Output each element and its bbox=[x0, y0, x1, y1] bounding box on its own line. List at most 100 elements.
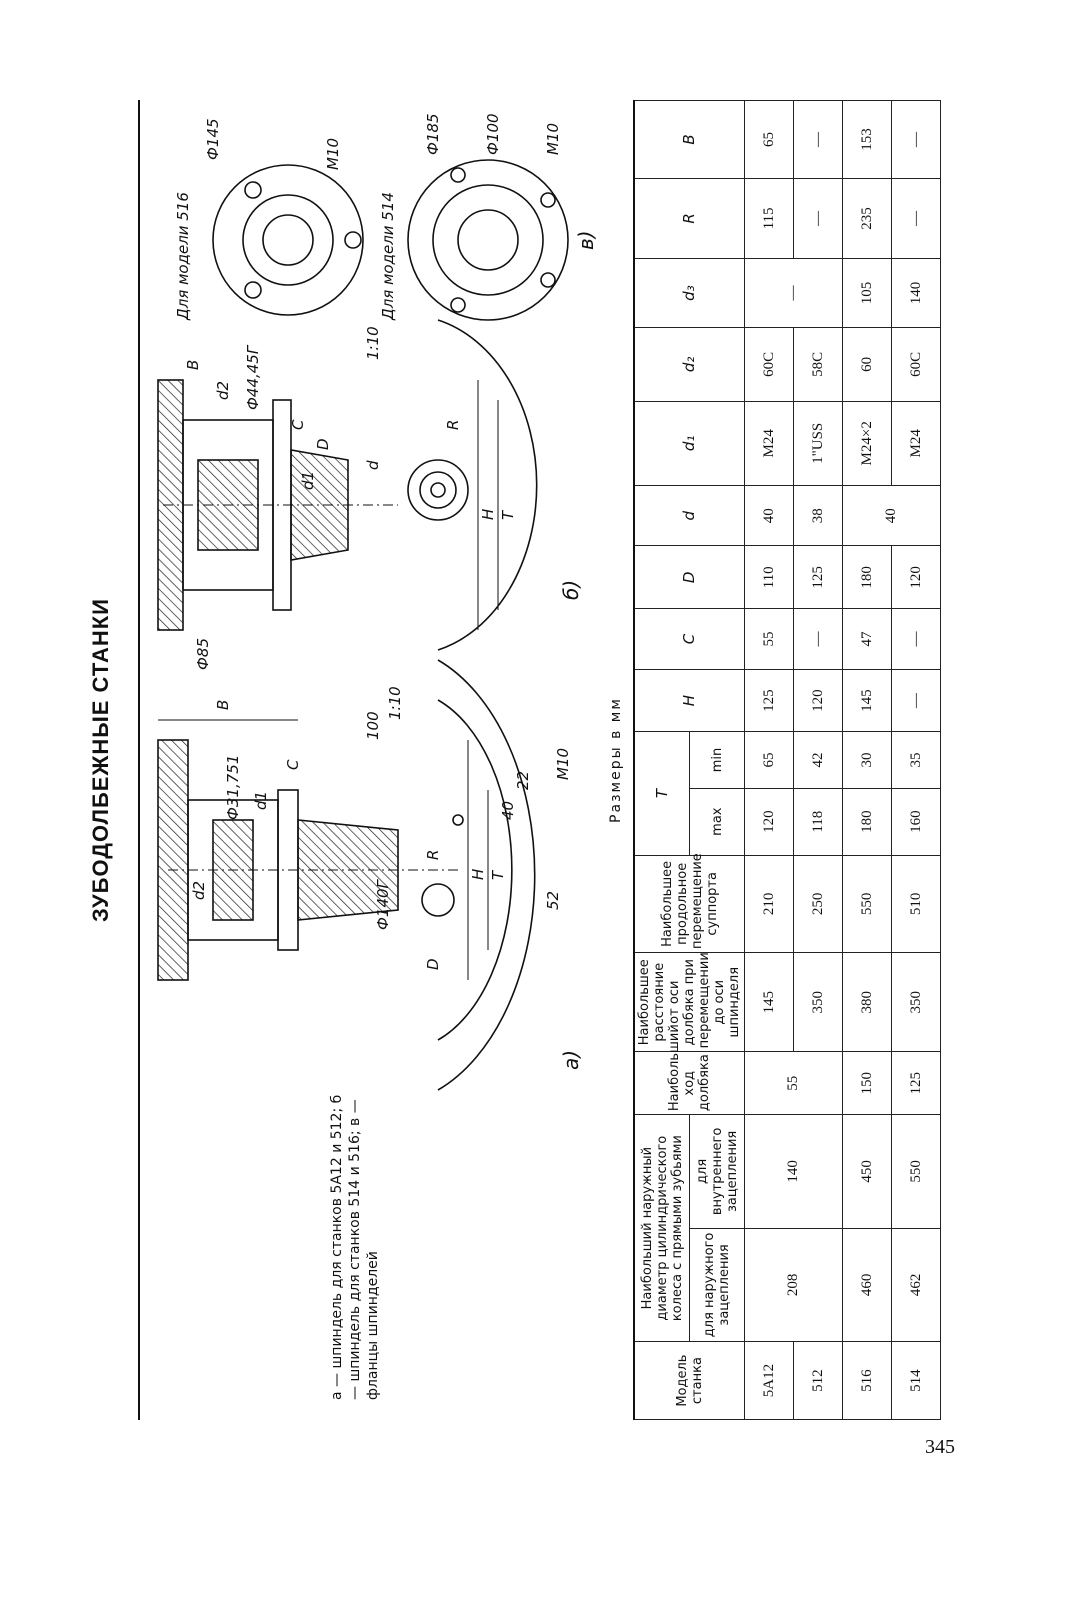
dim-b-C: C bbox=[289, 419, 307, 430]
dim-c-M10-a: M10 bbox=[324, 138, 342, 170]
header-d2: d₂ bbox=[634, 327, 745, 402]
cell-H: 125 bbox=[744, 669, 794, 732]
drawing-c bbox=[212, 159, 569, 321]
dim-b-H: H bbox=[479, 509, 497, 520]
cell-H: — bbox=[891, 669, 941, 732]
dim-a-D: D bbox=[424, 958, 442, 970]
dim-b-d85: Ф85 bbox=[194, 638, 212, 670]
cell-travel: 550 bbox=[842, 855, 892, 953]
dim-b-T: T bbox=[499, 509, 517, 520]
dim-a-100: 100 bbox=[364, 711, 382, 740]
cell-dist: 380 bbox=[842, 952, 892, 1052]
cell-travel: 210 bbox=[744, 855, 794, 953]
cell-d2: 58С bbox=[793, 327, 843, 402]
cell-d1: 1"USS bbox=[793, 401, 843, 486]
dim-a-22: 22 bbox=[514, 771, 532, 790]
header-T-min: min bbox=[689, 731, 745, 789]
cell-R: 115 bbox=[744, 178, 794, 259]
dim-a-d31: Ф31,751 bbox=[224, 755, 242, 820]
cell-d2: 60С bbox=[891, 327, 941, 402]
table-row: 516 460 450 150 380 550 180 30 145 47 18… bbox=[842, 100, 941, 1420]
cell-model: 514 bbox=[891, 1341, 941, 1420]
cell-R: — bbox=[891, 178, 941, 259]
dim-a-52: 52 bbox=[544, 891, 562, 910]
cell-d3: 105 bbox=[842, 258, 892, 328]
drawing-c-labels: Для модели 516 Ф145 M10 Для модели 514 Ф… bbox=[174, 113, 598, 321]
dim-c-d145: Ф145 bbox=[204, 118, 222, 160]
dim-a-R: R bbox=[424, 850, 442, 860]
dim-b-d: d bbox=[364, 460, 382, 470]
cell-int: 550 bbox=[891, 1114, 941, 1229]
header-H: H bbox=[634, 669, 745, 732]
cell-dist: 350 bbox=[793, 952, 843, 1052]
label-a: а) bbox=[559, 1050, 583, 1070]
label-c: в) bbox=[574, 230, 598, 250]
cell-travel: 510 bbox=[891, 855, 941, 953]
header-C: C bbox=[634, 608, 745, 670]
header-d3: d₃ bbox=[634, 258, 745, 328]
dim-b-R: R bbox=[444, 420, 462, 430]
cell-D: 120 bbox=[891, 545, 941, 609]
page-number: 345 bbox=[925, 1436, 955, 1458]
cell-model: 5А12 bbox=[744, 1341, 794, 1420]
dim-a-H: H bbox=[469, 869, 487, 880]
dim-a-40: 40 bbox=[499, 801, 517, 820]
dim-b-B: B bbox=[184, 360, 202, 370]
cell-stroke: 55 bbox=[744, 1051, 843, 1115]
cell-tmax: 180 bbox=[842, 788, 892, 856]
cell-stroke: 150 bbox=[842, 1051, 892, 1115]
cell-tmin: 35 bbox=[891, 731, 941, 789]
cell-H: 120 bbox=[793, 669, 843, 732]
header-internal: для внутреннего зацепления bbox=[689, 1114, 745, 1229]
cell-d: 40 bbox=[744, 485, 794, 546]
header-T: T bbox=[634, 731, 690, 856]
dim-a-B: B bbox=[214, 700, 232, 710]
header-d: d bbox=[634, 485, 745, 546]
cell-ext: 460 bbox=[842, 1228, 892, 1342]
cell-ext: 462 bbox=[891, 1228, 941, 1342]
cell-B: 153 bbox=[842, 100, 892, 179]
dim-b-d2: d2 bbox=[214, 381, 232, 400]
cell-ext: 208 bbox=[744, 1228, 843, 1342]
header-stroke: Наибольший ход долбяка bbox=[634, 1024, 745, 1115]
cell-model: 516 bbox=[842, 1341, 892, 1420]
cell-tmax: 160 bbox=[891, 788, 941, 856]
cell-d: 38 bbox=[793, 485, 843, 546]
cell-d1: M24×2 bbox=[842, 401, 892, 486]
dim-c-M10-b: M10 bbox=[544, 123, 562, 155]
cell-D: 110 bbox=[744, 545, 794, 609]
cell-dist: 145 bbox=[744, 952, 794, 1052]
header-distance: Наибольшее расстояние от оси долбяка при… bbox=[634, 952, 745, 1052]
units-label: Размеры в мм bbox=[608, 697, 624, 823]
cell-tmax: 120 bbox=[744, 788, 794, 856]
spindle-drawings: H T 40 22 Ф140Г d2 Ф31,751 d1 B C 100 1:… bbox=[157, 113, 598, 1091]
table-row: 5А12 208 140 55 145 210 120 65 125 55 11… bbox=[744, 100, 843, 1420]
header-travel: Наибольшее продольное перемещение суппор… bbox=[634, 853, 745, 953]
cell-d2: 60 bbox=[842, 327, 892, 402]
drawing-a bbox=[157, 659, 536, 1091]
drawing-b bbox=[157, 319, 538, 651]
cell-B: — bbox=[793, 100, 843, 179]
cell-C: 47 bbox=[842, 608, 892, 670]
cell-R: — bbox=[793, 178, 843, 259]
drawing-a-labels: H T 40 22 Ф140Г d2 Ф31,751 d1 B C 100 1:… bbox=[190, 686, 583, 1070]
header-model: Модель станка bbox=[634, 1341, 745, 1420]
dim-b-D: D bbox=[314, 438, 332, 450]
cell-tmin: 30 bbox=[842, 731, 892, 789]
cell-tmax: 118 bbox=[793, 788, 843, 856]
cell-D: 125 bbox=[793, 545, 843, 609]
cell-C: 55 bbox=[744, 608, 794, 670]
cell-tmin: 42 bbox=[793, 731, 843, 789]
dim-c-d185: Ф185 bbox=[424, 113, 442, 155]
cell-d1: M24 bbox=[744, 401, 794, 486]
dim-b-taper: 1:10 bbox=[364, 326, 382, 360]
header-d1: d₁ bbox=[634, 401, 745, 486]
dim-a-d140: Ф140Г bbox=[374, 878, 392, 930]
rotated-page-content: ЗУБОДОЛБЕЖНЫЕ СТАНКИ а — шпиндель для ст… bbox=[88, 100, 968, 1420]
cell-int: 140 bbox=[744, 1114, 843, 1229]
dim-a-C: C bbox=[284, 759, 302, 770]
header-D: D bbox=[634, 545, 745, 609]
label-b: б) bbox=[559, 580, 583, 600]
model-514-label: Для модели 514 bbox=[379, 192, 397, 321]
dim-c-d100: Ф100 bbox=[484, 113, 502, 155]
